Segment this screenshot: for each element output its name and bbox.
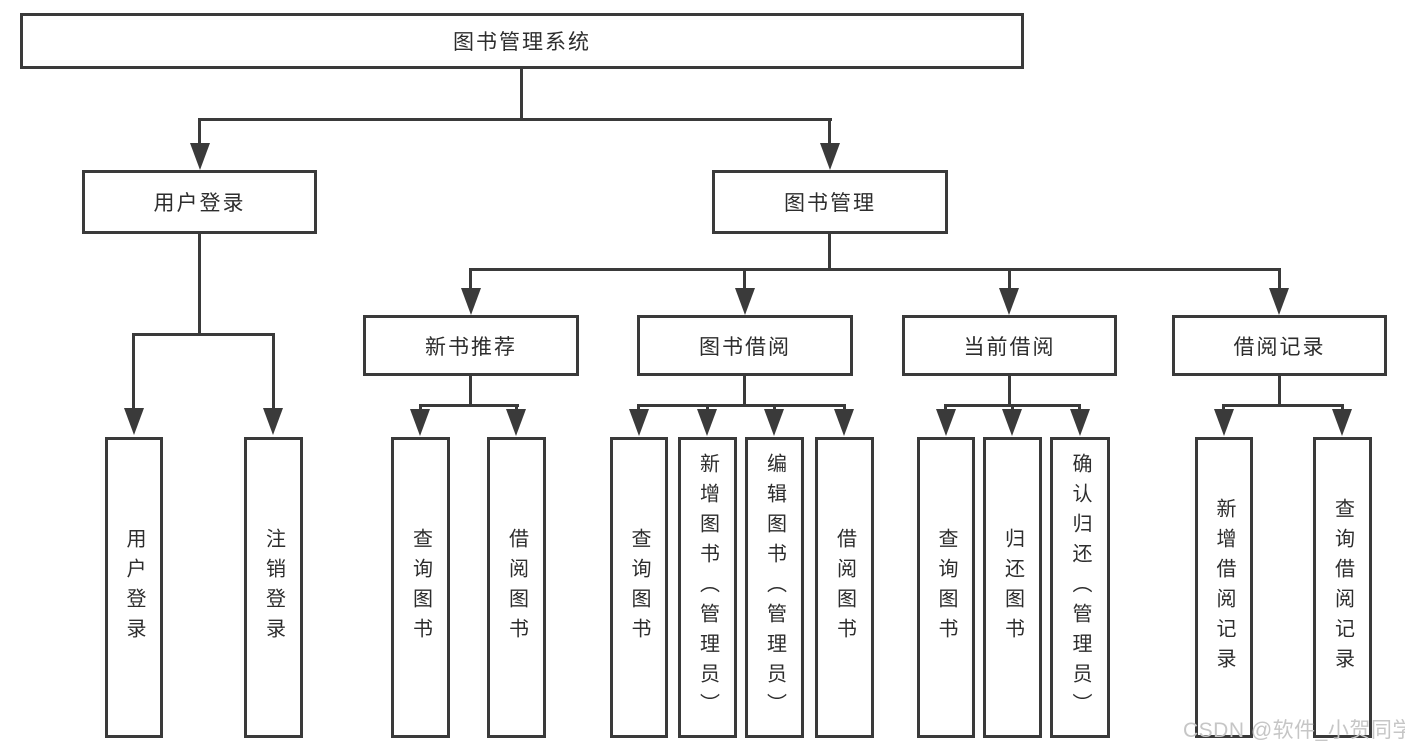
arrow-down-icon	[1269, 288, 1289, 315]
connector-newbooks-stub-1	[419, 404, 422, 411]
arrow-down-icon	[697, 409, 717, 436]
leaf-records-add: 新增借阅记录	[1195, 437, 1253, 738]
arrow-down-icon	[1214, 409, 1234, 436]
connector-newbooks-stub-2	[515, 404, 518, 411]
connector-bookmgmt-stem	[828, 234, 831, 271]
connector-root-stub-left	[198, 118, 201, 145]
arrow-down-icon	[410, 409, 430, 436]
node-user-login: 用户登录	[82, 170, 317, 234]
connector-bookmgmt-stub-3	[1008, 268, 1011, 290]
connector-root-bar	[198, 118, 832, 121]
connector-bookmgmt-stub-2	[743, 268, 746, 290]
node-new-books: 新书推荐	[363, 315, 579, 376]
connector-bookborrow-bar	[637, 404, 846, 407]
leaf-currentborrow-query-label: 查询图书	[935, 527, 957, 648]
watermark: CSDN @软件_小贺同学	[1183, 719, 1405, 742]
arrow-down-icon	[1332, 409, 1352, 436]
leaf-currentborrow-confirm-label: 确认归还（管理员）	[1069, 452, 1091, 723]
connector-borrowrecords-bar	[1222, 404, 1344, 407]
leaf-bookborrow-edit-label: 编辑图书（管理员）	[763, 452, 786, 723]
node-current-borrow: 当前借阅	[902, 315, 1117, 376]
arrow-down-icon	[735, 288, 755, 315]
arrow-down-icon	[629, 409, 649, 436]
connector-borrowrecords-stem	[1278, 376, 1281, 406]
arrow-down-icon	[506, 409, 526, 436]
connector-bookborrow-stub-2	[706, 404, 709, 411]
connector-bookborrow-stub-1	[637, 404, 640, 411]
leaf-bookborrow-borrow: 借阅图书	[815, 437, 874, 738]
arrow-down-icon	[190, 143, 210, 170]
connector-bookborrow-stub-4	[843, 404, 846, 411]
connector-currentborrow-stub-3	[1078, 404, 1081, 411]
arrow-down-icon	[936, 409, 956, 436]
leaf-bookborrow-query: 查询图书	[610, 437, 668, 738]
node-root-label: 图书管理系统	[453, 31, 591, 54]
leaf-newbooks-query-label: 查询图书	[409, 527, 432, 648]
connector-userlogin-stub-right	[272, 333, 275, 410]
connector-newbooks-stem	[469, 376, 472, 406]
node-user-login-label: 用户登录	[153, 192, 246, 215]
arrow-down-icon	[764, 409, 784, 436]
connector-root-stem	[520, 68, 523, 121]
connector-currentborrow-stub-2	[1011, 404, 1014, 411]
leaf-records-add-label: 新增借阅记录	[1213, 497, 1235, 678]
leaf-logout-label: 注销登录	[262, 527, 285, 648]
leaf-bookborrow-add: 新增图书（管理员）	[678, 437, 737, 738]
leaf-currentborrow-return-label: 归还图书	[1001, 527, 1024, 648]
leaf-logout: 注销登录	[244, 437, 303, 738]
leaf-bookborrow-edit: 编辑图书（管理员）	[745, 437, 804, 738]
connector-bookborrow-stem	[743, 376, 746, 406]
arrow-down-icon	[820, 143, 840, 170]
leaf-bookborrow-borrow-label: 借阅图书	[833, 527, 856, 648]
connector-bookmgmt-stub-1	[469, 268, 472, 290]
node-book-mgmt-label: 图书管理	[784, 192, 876, 215]
leaf-user-login-label: 用户登录	[123, 527, 145, 648]
leaf-newbooks-borrow-label: 借阅图书	[505, 527, 528, 648]
leaf-records-query-label: 查询借阅记录	[1331, 497, 1354, 678]
node-borrow-records: 借阅记录	[1172, 315, 1387, 376]
leaf-bookborrow-add-label: 新增图书（管理员）	[696, 452, 719, 723]
arrow-down-icon	[461, 288, 481, 315]
connector-currentborrow-stem	[1008, 376, 1011, 406]
connector-userlogin-stem	[198, 234, 201, 336]
node-book-borrow: 图书借阅	[637, 315, 853, 376]
connector-bookborrow-stub-3	[773, 404, 776, 411]
leaf-bookborrow-query-label: 查询图书	[628, 527, 650, 648]
node-new-books-label: 新书推荐	[425, 335, 517, 359]
arrow-down-icon	[263, 408, 283, 435]
leaf-newbooks-query: 查询图书	[391, 437, 450, 738]
arrow-down-icon	[1070, 409, 1090, 436]
connector-userlogin-bar	[132, 333, 275, 336]
connector-root-stub-right	[828, 118, 831, 145]
leaf-records-query: 查询借阅记录	[1313, 437, 1372, 738]
connector-bookmgmt-stub-4	[1278, 268, 1281, 290]
node-book-borrow-label: 图书借阅	[699, 335, 791, 359]
connector-newbooks-bar	[419, 404, 519, 407]
node-book-mgmt: 图书管理	[712, 170, 948, 234]
leaf-newbooks-borrow: 借阅图书	[487, 437, 546, 738]
arrow-down-icon	[124, 408, 144, 435]
connector-bookmgmt-bar	[469, 268, 1281, 271]
node-borrow-records-label: 借阅记录	[1233, 335, 1326, 359]
node-current-borrow-label: 当前借阅	[963, 335, 1056, 359]
arrow-down-icon	[1002, 409, 1022, 436]
node-root: 图书管理系统	[20, 13, 1024, 69]
leaf-user-login: 用户登录	[105, 437, 163, 738]
connector-borrowrecords-stub-1	[1222, 404, 1225, 411]
connector-currentborrow-stub-1	[944, 404, 947, 411]
leaf-currentborrow-confirm: 确认归还（管理员）	[1050, 437, 1110, 738]
arrow-down-icon	[999, 288, 1019, 315]
leaf-currentborrow-query: 查询图书	[917, 437, 975, 738]
connector-userlogin-stub-left	[132, 333, 135, 410]
arrow-down-icon	[834, 409, 854, 436]
leaf-currentborrow-return: 归还图书	[983, 437, 1042, 738]
connector-borrowrecords-stub-2	[1341, 404, 1344, 411]
